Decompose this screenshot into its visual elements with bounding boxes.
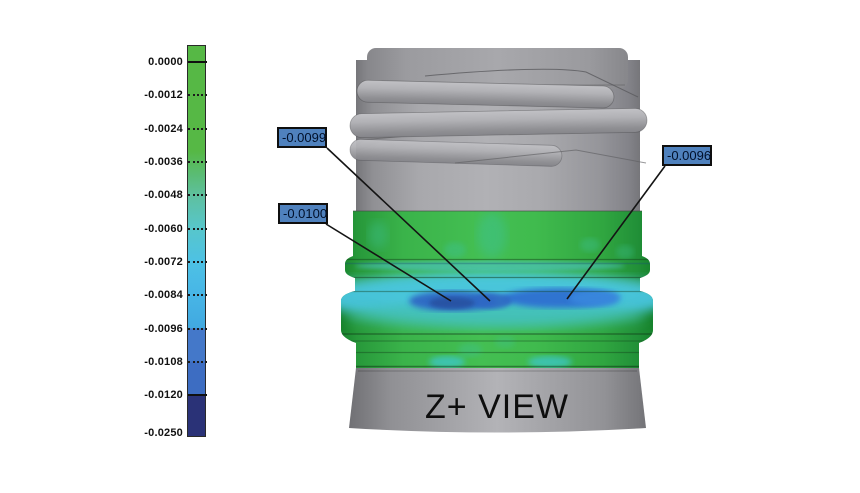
deviation-annotation[interactable]: -0.0096 xyxy=(662,145,712,166)
tick-mark xyxy=(188,328,207,330)
colorbar-tick: -0.0250 xyxy=(125,425,207,441)
tick-label: -0.0060 xyxy=(144,223,183,235)
colorbar-legend: 0.0000 -0.0012 -0.0024 -0.0036 -0.0048 -… xyxy=(0,0,230,493)
colorbar-tick: -0.0072 xyxy=(125,254,207,270)
tick-label: -0.0048 xyxy=(144,189,183,201)
tick-mark xyxy=(188,361,207,363)
colorbar-tick: -0.0108 xyxy=(125,354,207,370)
tick-label: -0.0036 xyxy=(144,156,183,168)
colorbar-tick: -0.0024 xyxy=(125,121,207,137)
tick-mark xyxy=(188,261,207,263)
tick-label: -0.0250 xyxy=(144,427,183,439)
colorbar-tick: -0.0048 xyxy=(125,187,207,203)
tick-label: -0.0096 xyxy=(144,323,183,335)
model-viewport[interactable]: Z+ VIEW xyxy=(330,40,670,440)
tick-mark xyxy=(188,228,207,230)
tick-mark xyxy=(188,394,207,396)
colorbar-tick: -0.0084 xyxy=(125,287,207,303)
tick-label: -0.0120 xyxy=(144,389,183,401)
colorbar-tick: -0.0012 xyxy=(125,87,207,103)
view-label: Z+ VIEW xyxy=(425,388,569,426)
deviation-colormap-band xyxy=(341,210,653,368)
tick-mark xyxy=(188,294,207,296)
colorbar-tick: -0.0036 xyxy=(125,154,207,170)
colorbar-tick: -0.0120 xyxy=(125,387,207,403)
tick-label: -0.0024 xyxy=(144,123,183,135)
deviation-annotation[interactable]: -0.0099 xyxy=(277,127,327,148)
colorbar-tick: -0.0096 xyxy=(125,321,207,337)
tick-mark xyxy=(188,94,207,96)
tick-mark xyxy=(188,161,207,163)
deviation-annotation[interactable]: -0.0100 xyxy=(278,203,328,224)
colorbar-tick: -0.0060 xyxy=(125,221,207,237)
colorbar-gradient[interactable] xyxy=(187,45,206,437)
colorbar-tick: 0.0000 xyxy=(125,54,207,70)
tick-mark xyxy=(188,61,207,63)
tick-label: -0.0072 xyxy=(144,256,183,268)
bottle-shoulder xyxy=(349,368,646,433)
tick-label: -0.0108 xyxy=(144,356,183,368)
tick-mark xyxy=(188,128,207,130)
tick-label: -0.0012 xyxy=(144,89,183,101)
tick-mark xyxy=(188,194,207,196)
tick-label: -0.0084 xyxy=(144,289,183,301)
tick-label: 0.0000 xyxy=(148,56,183,68)
